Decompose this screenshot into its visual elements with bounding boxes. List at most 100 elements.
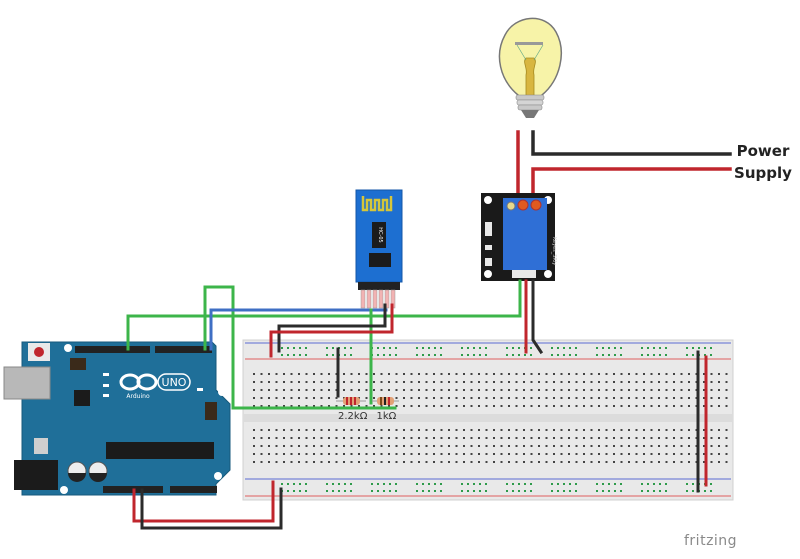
breadboard-hole [643, 397, 645, 399]
breadboard-hole [260, 461, 263, 463]
breadboard-hole [371, 483, 373, 485]
breadboard-hole [575, 461, 578, 463]
atmega-chip [106, 442, 214, 459]
breadboard-hole [463, 453, 465, 455]
breadboard-hole [605, 429, 608, 431]
breadboard-hole [260, 373, 263, 375]
breadboard-hole [635, 437, 638, 439]
breadboard-hole [493, 373, 495, 375]
breadboard-hole [395, 389, 398, 391]
breadboard-hole [418, 373, 420, 375]
breadboard-hole [293, 490, 295, 492]
breadboard-hole [455, 381, 458, 383]
breadboard-hole [515, 405, 518, 407]
breadboard-hole [268, 373, 270, 375]
breadboard-hole [725, 397, 728, 399]
wire-arduino-gnd [140, 487, 283, 530]
breadboard-hole [538, 461, 540, 463]
breadboard-hole [428, 490, 430, 492]
breadboard-hole [485, 381, 488, 383]
breadboard-hole [725, 453, 728, 455]
breadboard-hole [298, 373, 300, 375]
breadboard-hole [512, 347, 514, 349]
breadboard-hole [478, 373, 480, 375]
breadboard-hole [545, 453, 548, 455]
breadboard-hole [620, 490, 622, 492]
breadboard-hole [380, 381, 383, 383]
analog-header [170, 486, 217, 493]
breadboard-hole [350, 483, 352, 485]
breadboard-hole [650, 373, 653, 375]
breadboard-hole [710, 445, 713, 447]
breadboard-hole [530, 429, 533, 431]
breadboard-hole [613, 445, 615, 447]
breadboard-hole [563, 354, 565, 356]
breadboard-hole [641, 354, 643, 356]
breadboard-hole [478, 429, 480, 431]
hc05-pins [360, 289, 396, 309]
breadboard-hole [602, 347, 604, 349]
breadboard-hole [478, 389, 480, 391]
breadboard-hole [598, 437, 600, 439]
breadboard-hole [500, 429, 503, 431]
power-supply-wires [516, 130, 732, 202]
breadboard-hole [692, 483, 694, 485]
breadboard-hole [448, 405, 450, 407]
breadboard-hole [463, 429, 465, 431]
breadboard-hole [380, 461, 383, 463]
breadboard-hole [725, 373, 728, 375]
breadboard-hole [320, 373, 323, 375]
breadboard-hole [686, 354, 688, 356]
breadboard-hole [467, 354, 469, 356]
breadboard-hole [553, 405, 555, 407]
breadboard-hole [275, 445, 278, 447]
breadboard-hole [418, 453, 420, 455]
breadboard-hole [358, 461, 360, 463]
breadboard-hole [673, 429, 675, 431]
breadboard-hole [470, 381, 473, 383]
breadboard-hole [305, 483, 307, 485]
breadboard-hole [395, 437, 398, 439]
breadboard-hole [350, 453, 353, 455]
breadboard-hole [440, 453, 443, 455]
breadboard-hole [260, 445, 263, 447]
breadboard-hole [628, 461, 630, 463]
breadboard-hole [358, 453, 360, 455]
resistor-labels: 2.2kΩ 1kΩ [338, 411, 402, 422]
breadboard-hole [275, 429, 278, 431]
breadboard-hole [455, 445, 458, 447]
breadboard-hole [470, 389, 473, 391]
breadboard-hole [448, 429, 450, 431]
breadboard-hole [643, 453, 645, 455]
breadboard-hole [365, 453, 368, 455]
breadboard-hole [428, 483, 430, 485]
breadboard-hole [434, 483, 436, 485]
breadboard-hole [485, 405, 488, 407]
breadboard-hole [545, 445, 548, 447]
breadboard-hole [470, 429, 473, 431]
breadboard-hole [403, 453, 405, 455]
breadboard-hole [275, 381, 278, 383]
breadboard-hole [422, 490, 424, 492]
resistors [336, 397, 399, 405]
breadboard-hole [703, 397, 705, 399]
breadboard-hole [523, 461, 525, 463]
resistor-1k [372, 397, 399, 405]
breadboard-hole [515, 429, 518, 431]
breadboard-hole [403, 397, 405, 399]
breadboard-hole [635, 373, 638, 375]
breadboard-hole [523, 445, 525, 447]
breadboard-hole [568, 429, 570, 431]
breadboard-hole [545, 437, 548, 439]
breadboard-hole [463, 373, 465, 375]
breadboard-hole [473, 347, 475, 349]
breadboard-hole [463, 445, 465, 447]
breadboard-hole [665, 354, 667, 356]
breadboard-hole [380, 445, 383, 447]
breadboard-hole [680, 429, 683, 431]
breadboard-hole [524, 354, 526, 356]
breadboard-hole [530, 461, 533, 463]
breadboard-hole [568, 453, 570, 455]
breadboard-hole [440, 373, 443, 375]
breadboard-hole [410, 437, 413, 439]
